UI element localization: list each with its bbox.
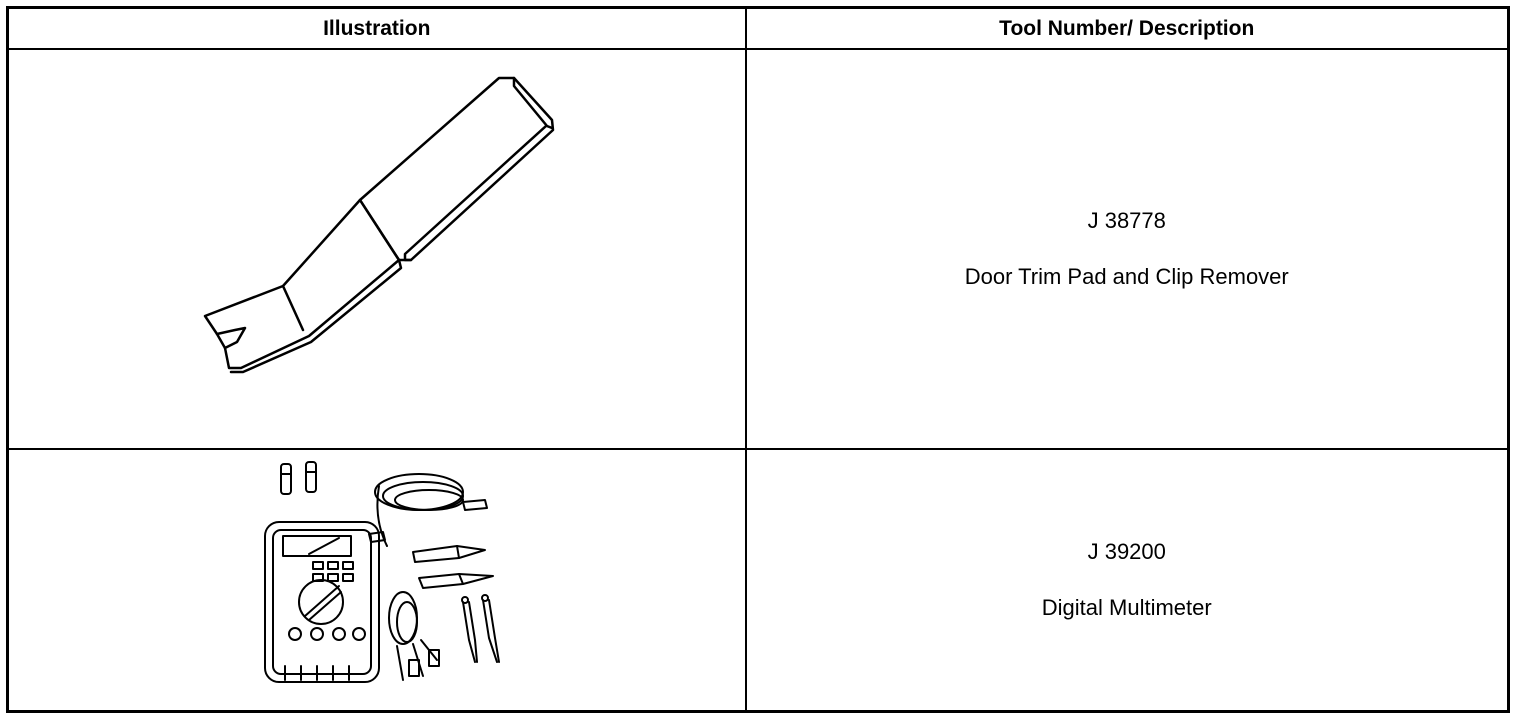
illustration-cell [6, 48, 747, 450]
tool-number: J 38778 [1087, 208, 1166, 233]
header-row: Illustration Tool Number/ Description [6, 6, 1510, 50]
table-row: J 38778 Door Trim Pad and Clip Remover [6, 48, 1510, 450]
tool-number: J 39200 [1087, 539, 1166, 564]
digital-multimeter-icon [264, 461, 500, 683]
table-row: J 39200 Digital Multimeter [6, 448, 1510, 713]
header-illustration: Illustration [6, 6, 747, 50]
tool-table: Illustration Tool Number/ Description [6, 6, 1510, 713]
illustration-cell [6, 448, 747, 713]
trim-pad-remover-icon [203, 76, 555, 374]
tool-description: Door Trim Pad and Clip Remover [964, 264, 1289, 289]
tool-description: Digital Multimeter [1041, 595, 1212, 620]
description-cell: J 39200 Digital Multimeter [744, 448, 1510, 713]
description-cell: J 38778 Door Trim Pad and Clip Remover [744, 48, 1510, 450]
header-tool-description: Tool Number/ Description [744, 6, 1510, 50]
